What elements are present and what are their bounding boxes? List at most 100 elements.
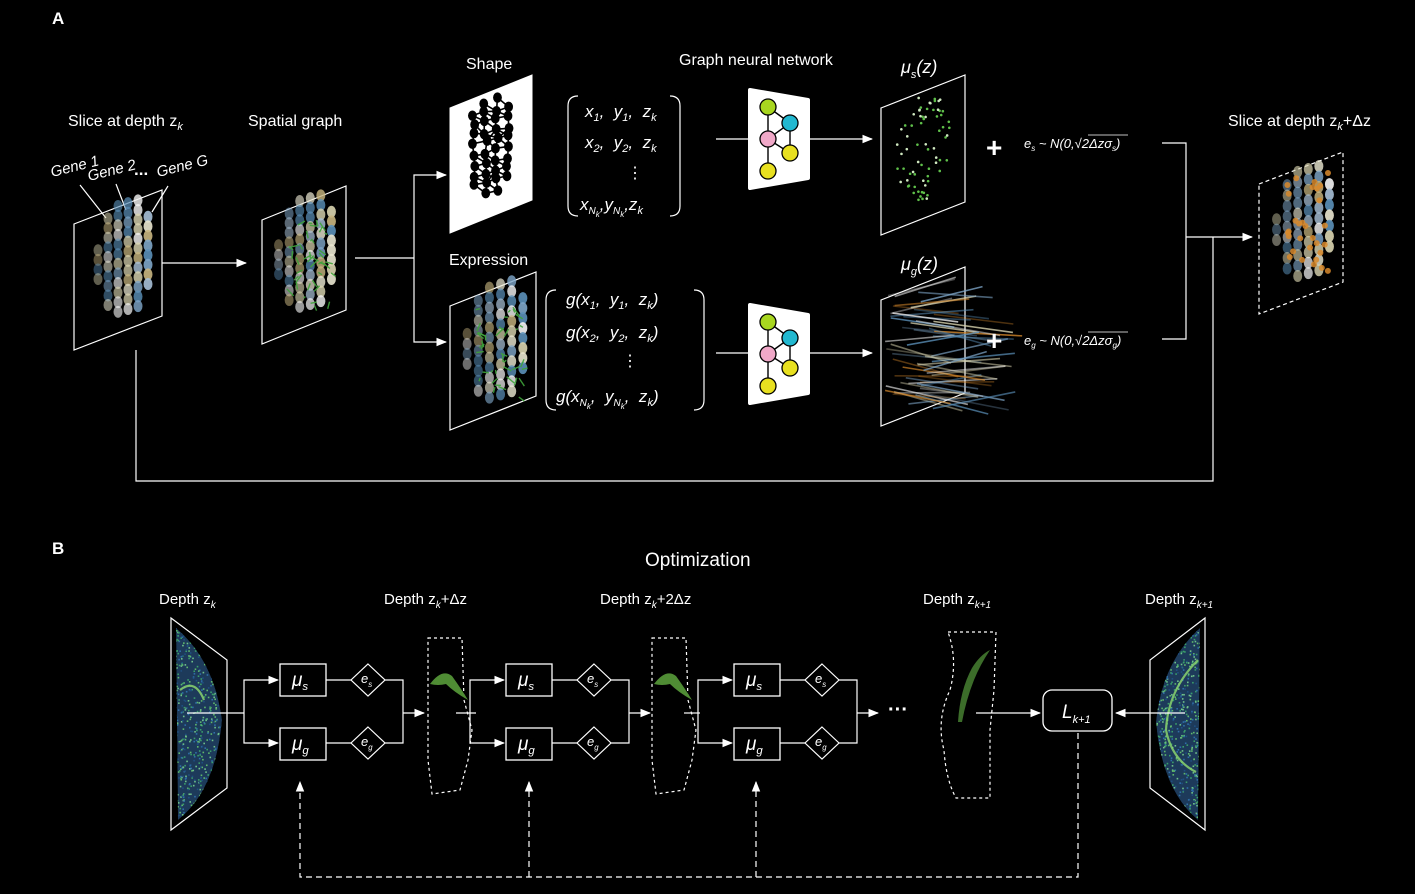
svg-text:xNk,yNk,zk: xNk,yNk,zk <box>579 195 643 219</box>
depth-zk-label: Depth zk <box>159 591 217 611</box>
depth-zk-dz-outline-structure <box>430 673 468 700</box>
e-g-label: eg <box>815 734 827 752</box>
depth-zk-dz-outline <box>427 637 473 795</box>
svg-text:⋮: ⋮ <box>622 353 638 370</box>
e-s-diamond <box>576 663 612 697</box>
e-s-label: es <box>361 671 372 689</box>
expression-frame <box>449 271 537 431</box>
spatial-graph-image <box>274 189 337 313</box>
depth-zk1-outline <box>940 631 997 799</box>
mu-g-box <box>733 727 781 761</box>
mu-g-box-label: μg <box>517 734 535 757</box>
gene-g-pointer <box>151 185 169 213</box>
mu-s-box-label: μs <box>745 670 762 693</box>
feedback-loop <box>135 237 1214 482</box>
shape-graph-image <box>468 92 514 199</box>
svg-text:x1, y1, zk: x1, y1, zk <box>584 102 657 124</box>
e-s-label: es <box>587 671 598 689</box>
merge-line-s <box>1162 142 1187 237</box>
mu-s-box-label: μs <box>517 670 534 693</box>
svg-text:⋮: ⋮ <box>627 165 643 182</box>
depth-zk-2dz-outline-structure <box>654 673 692 700</box>
mu-s-image <box>895 96 951 202</box>
svg-text:g(x1, y1, zk): g(x1, y1, zk) <box>566 290 658 312</box>
mu-s-label: μs(z) <box>900 57 937 81</box>
mu-g-box-label: μg <box>291 734 309 757</box>
depth-zk1-target-label: Depth zk+1 <box>1145 591 1213 611</box>
output-slice-frame <box>1258 151 1344 315</box>
split-bottom-1 <box>243 713 276 744</box>
coordinate-matrix: x1, y1, zk x2, y2, zk ⋮ xNk,yNk,zk <box>567 95 681 219</box>
mu-s-frame <box>880 74 966 236</box>
depth-zk-2dz-outline <box>651 637 697 795</box>
input-slice-frame <box>73 189 163 351</box>
mu-g-image <box>884 276 1023 415</box>
split-top-3 <box>697 679 730 713</box>
optimization-title: Optimization <box>645 550 751 571</box>
e-g-diamond <box>804 726 840 760</box>
svg-text:g(x2, y2, zk): g(x2, y2, zk) <box>566 323 658 345</box>
brain-slice-left-frame <box>170 616 228 832</box>
split-bottom-3 <box>697 713 730 744</box>
mu-g-label: μg(z) <box>900 254 938 278</box>
shape-frame <box>449 74 533 234</box>
gradient-feedback <box>295 733 1079 878</box>
merge-1 <box>385 679 404 744</box>
step-ellipsis: ··· <box>888 699 908 721</box>
depth-zk-dz-label: Depth zk+Δz <box>384 591 467 611</box>
e-s-diamond <box>350 663 386 697</box>
svg-text:g(xNk, yNk, zk): g(xNk, yNk, zk) <box>556 387 659 411</box>
split-bottom-2 <box>469 713 502 744</box>
mu-s-box-label: μs <box>291 670 308 693</box>
brain-slice-right-frame <box>1149 616 1206 832</box>
gene-ellipsis: ... <box>134 160 148 179</box>
mu-g-box <box>505 727 553 761</box>
spatial-graph-label: Spatial graph <box>248 113 342 130</box>
optimization-steps: μs μg es eg μs μg es eg μs μg es eg <box>187 637 880 795</box>
depth-zk1-structure <box>958 650 990 722</box>
depth-zk-2dz-label: Depth zk+2Δz <box>600 591 691 611</box>
gnn-label: Graph neural network <box>679 52 834 69</box>
gene-1-pointer <box>79 184 107 219</box>
gnn-top-icon <box>748 88 810 190</box>
merge-line-g <box>1162 237 1187 340</box>
plus-s: + <box>986 132 1002 163</box>
gene-g-label: Gene G <box>155 152 210 181</box>
depth-zk1-label: Depth zk+1 <box>923 591 991 611</box>
output-slice-label: Slice at depth zk+Δz <box>1228 113 1371 133</box>
split-top-2 <box>469 679 502 713</box>
slice-label: Slice at depth zk <box>68 113 183 133</box>
brain-slice-right-image <box>1156 628 1200 820</box>
panel-b-letter: B <box>52 539 64 558</box>
e-g-label: eg <box>587 734 599 752</box>
noise-g-formula: eg ~ N(0,√2Δzσg) <box>1024 333 1121 350</box>
panel-a-letter: A <box>52 9 64 28</box>
plus-g: + <box>986 325 1002 356</box>
e-s-label: es <box>815 671 826 689</box>
input-tissue-image <box>93 194 153 318</box>
mu-g-box-label: μg <box>745 734 763 757</box>
expression-matrix: g(x1, y1, zk) g(x2, y2, zk) ⋮ g(xNk, yNk… <box>545 289 705 411</box>
arrow-to-expression <box>413 258 448 347</box>
e-g-diamond <box>350 726 386 760</box>
expression-image <box>462 275 528 404</box>
e-g-diamond <box>576 726 612 760</box>
shape-label: Shape <box>466 56 512 73</box>
output-tissue-image <box>1272 160 1334 283</box>
loss-label: Lk+1 <box>1062 702 1091 726</box>
merge-2 <box>611 679 630 744</box>
gnn-bottom-icon <box>748 303 810 405</box>
mu-g-box <box>279 727 327 761</box>
brain-slice-left-image <box>176 628 222 820</box>
svg-text:x2, y2, zk: x2, y2, zk <box>584 133 657 155</box>
split-top-1 <box>243 679 276 713</box>
loss-box <box>1042 689 1113 732</box>
arrow-to-shape <box>413 170 448 258</box>
merge-3 <box>839 679 858 744</box>
noise-s-formula: es ~ N(0,√2Δzσs) <box>1024 136 1120 153</box>
e-g-label: eg <box>361 734 373 752</box>
e-s-diamond <box>804 663 840 697</box>
expression-label: Expression <box>449 252 528 269</box>
